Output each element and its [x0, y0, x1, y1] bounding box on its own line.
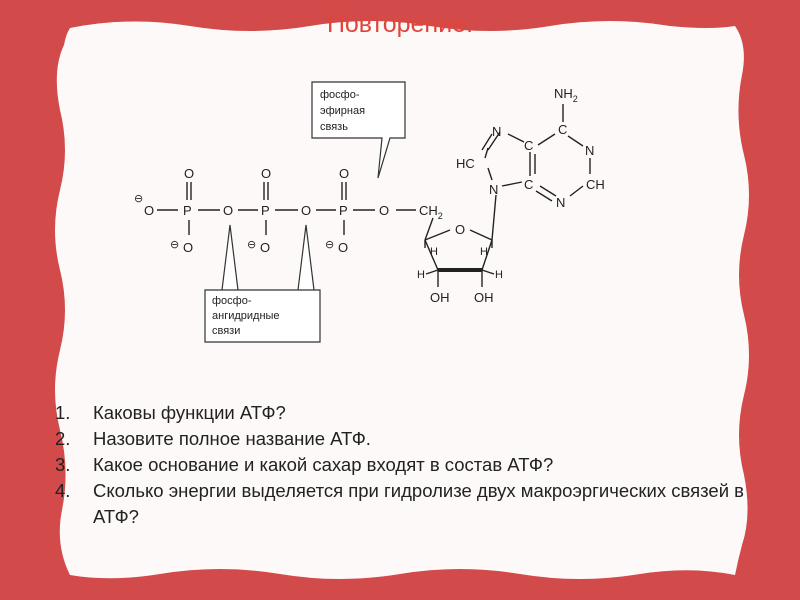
ether-bond-callout: [311, 81, 406, 179]
atom-o: O: [339, 166, 349, 181]
atom-n: N: [492, 124, 501, 139]
question-item: 2. Назовите полное название АТФ.: [55, 426, 755, 452]
atom-charge: ⊖: [170, 239, 179, 251]
adenine-atoms: NH2 C N CH N C C N HC N: [456, 86, 605, 210]
atom-hc: HC: [456, 156, 475, 171]
atom-p: P: [339, 203, 348, 218]
ribose-ring: [424, 194, 497, 287]
atom-o: O: [301, 203, 311, 218]
ether-bond-label-line2: эфирная: [320, 105, 365, 117]
atom-o: O: [184, 166, 194, 181]
atom-oh: OH: [474, 290, 494, 305]
atom-charge: ⊖: [247, 239, 256, 251]
atom-h: H: [480, 246, 488, 258]
question-number: 3.: [55, 454, 71, 475]
adenine-bonds: [481, 104, 591, 202]
atom-n: N: [556, 195, 565, 210]
anhydride-bonds-callout: [204, 224, 321, 343]
atom-o: O: [260, 240, 270, 255]
atom-c: C: [524, 177, 533, 192]
question-number: 4.: [55, 480, 71, 501]
atom-h: H: [495, 269, 503, 281]
atom-n: N: [585, 143, 594, 158]
question-number: 2.: [55, 428, 71, 449]
question-item: 1. Каковы функции АТФ?: [55, 400, 755, 426]
atom-oh: OH: [430, 290, 450, 305]
atp-structure-diagram: фосфо- эфирная связь фосфо- ангидридные …: [134, 81, 605, 343]
atom-charge: ⊖: [134, 193, 143, 205]
atom-o: O: [183, 240, 193, 255]
slide-title: Повторение:: [326, 10, 474, 38]
atom-ch2: CH2: [419, 203, 443, 221]
phosphate-atoms: ⊖ O P O ⊖ O O P O ⊖ O O P O ⊖ O O CH2: [134, 166, 443, 255]
question-text: Назовите полное название АТФ.: [93, 428, 371, 449]
question-number: 1.: [55, 402, 71, 423]
anhydride-bonds-label-line1: фосфо-: [212, 295, 252, 307]
anhydride-bonds-label-line2: ангидридные: [212, 310, 280, 322]
ribose-atoms: O H H H H OH OH: [417, 222, 503, 305]
atom-p: P: [261, 203, 270, 218]
atom-o: O: [261, 166, 271, 181]
atom-charge: ⊖: [325, 239, 334, 251]
atom-o: O: [223, 203, 233, 218]
atom-o: O: [379, 203, 389, 218]
atom-h: H: [417, 269, 425, 281]
phosphate-bonds: [157, 182, 416, 235]
atom-p: P: [183, 203, 192, 218]
question-text: Какое основание и какой сахар входят в с…: [93, 454, 554, 475]
question-text: Каковы функции АТФ?: [93, 402, 286, 423]
atom-o: O: [338, 240, 348, 255]
atom-c: C: [558, 122, 567, 137]
anhydride-bonds-label-line3: связи: [212, 325, 240, 337]
atom-ch: CH: [586, 177, 605, 192]
atom-n: N: [489, 182, 498, 197]
atom-h: H: [430, 246, 438, 258]
atom-o: O: [455, 222, 465, 237]
question-text: Сколько энергии выделяется при гидролизе…: [93, 480, 745, 527]
question-item: 3. Какое основание и какой сахар входят в…: [55, 452, 755, 478]
atom-nh2: NH2: [554, 86, 578, 104]
atom-c: C: [524, 138, 533, 153]
atom-o: O: [144, 203, 154, 218]
ether-bond-label-line3: связь: [320, 121, 348, 133]
question-list: 1. Каковы функции АТФ? 2. Назовите полное …: [55, 400, 755, 530]
ether-bond-label-line1: фосфо-: [320, 89, 360, 101]
question-item: 4. Сколько энергии выделяется при гидроли…: [55, 478, 755, 530]
slide-frame-panel: [55, 21, 749, 579]
